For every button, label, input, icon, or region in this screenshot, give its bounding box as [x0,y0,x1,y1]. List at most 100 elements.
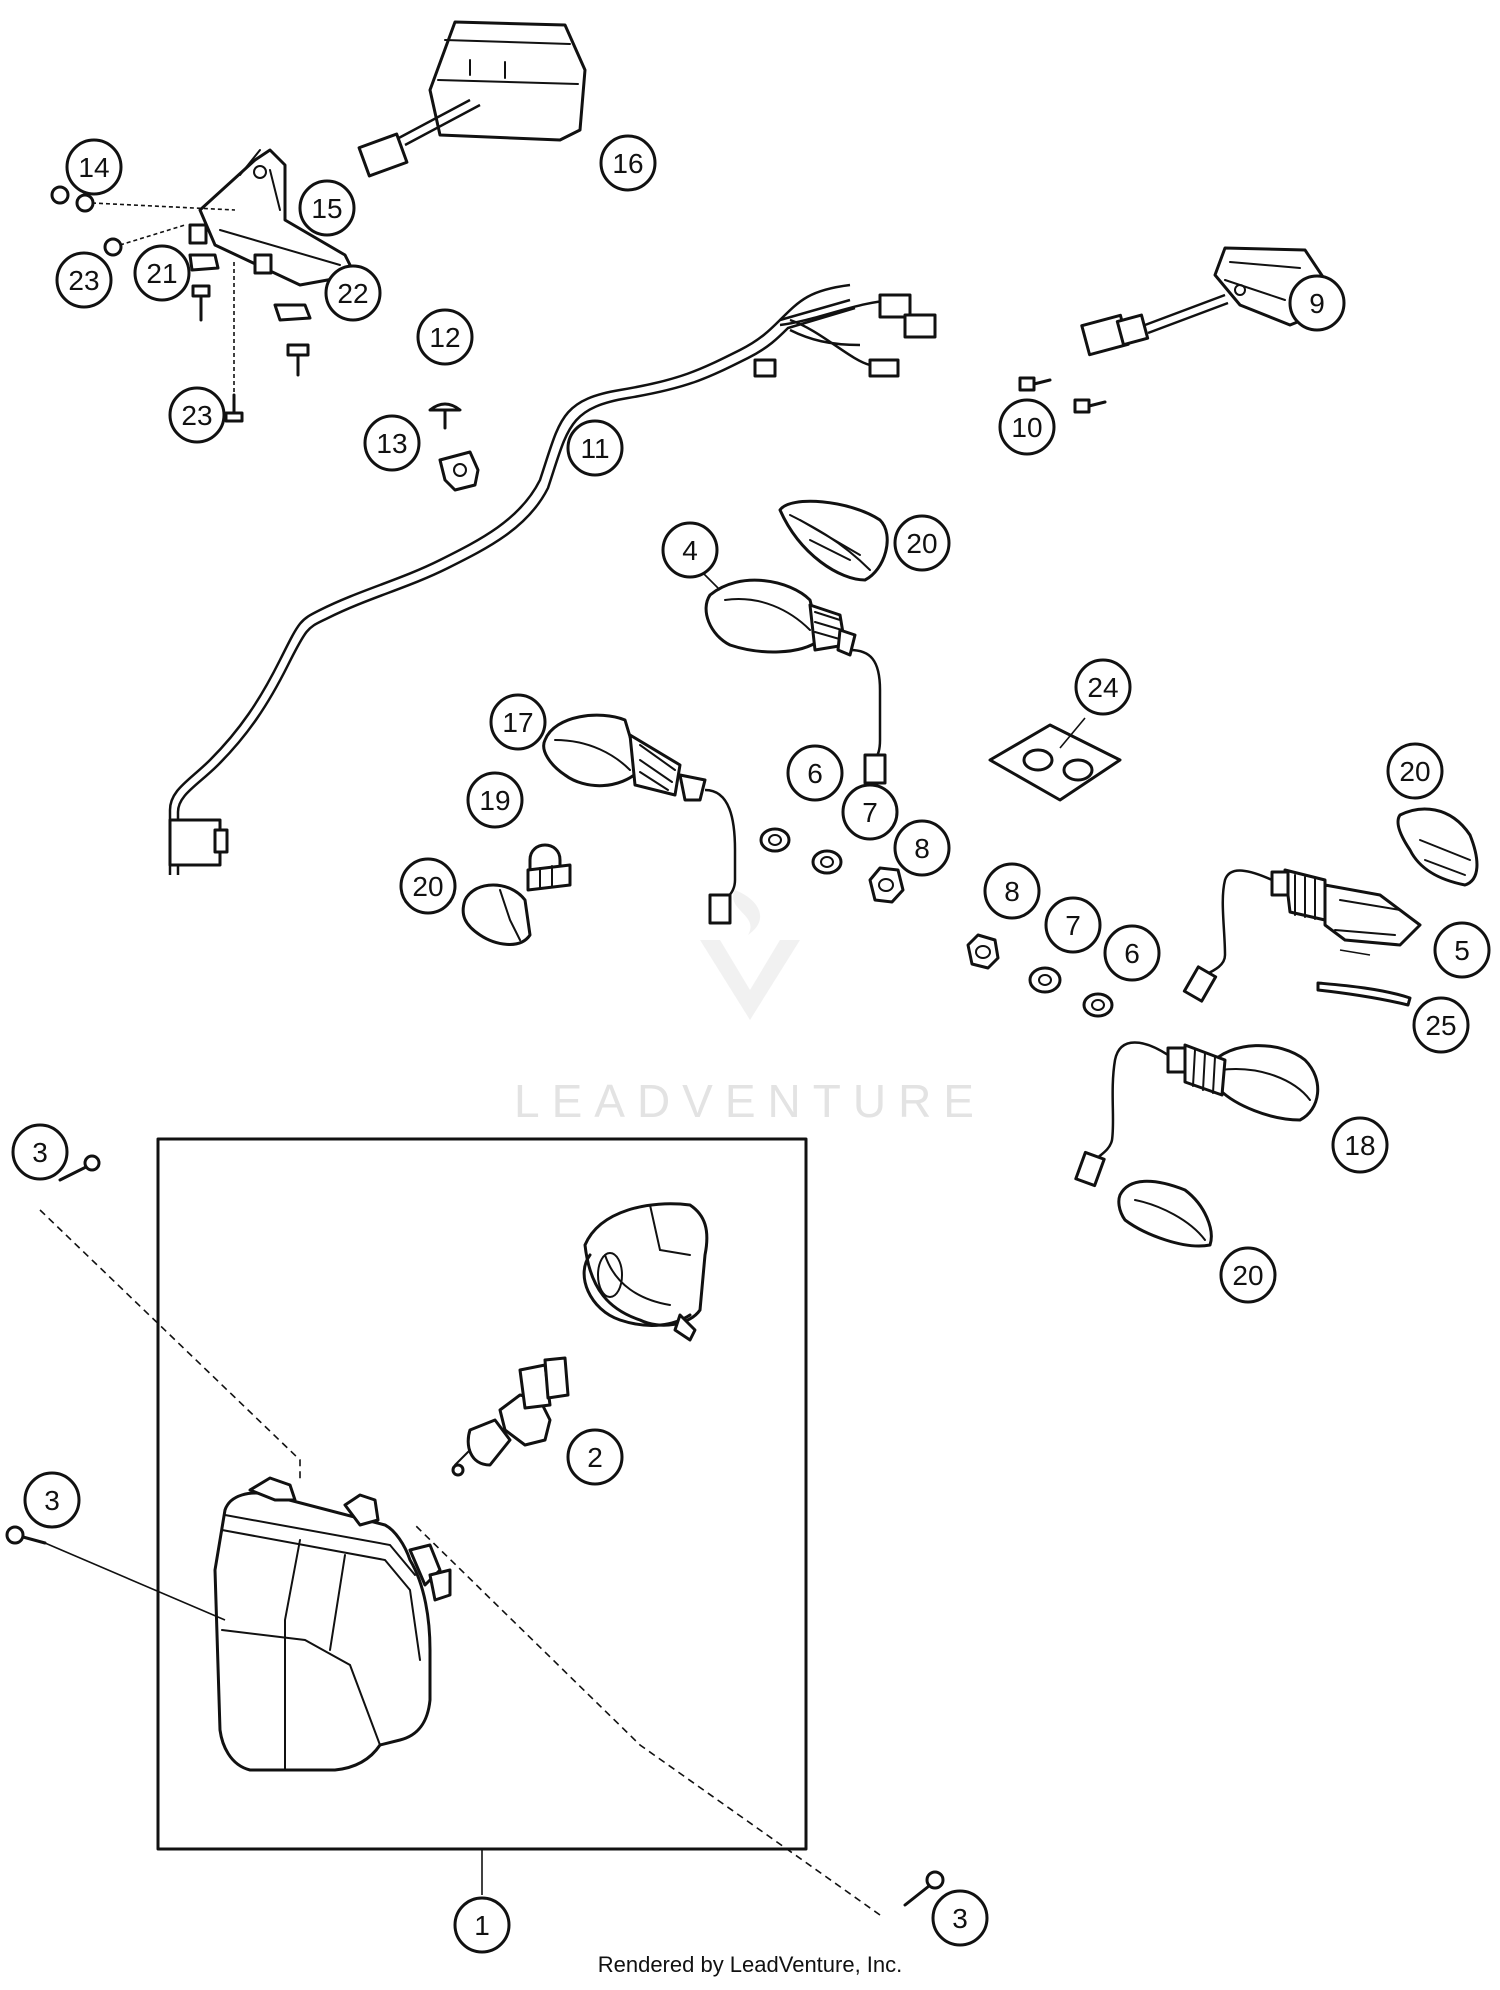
callout-17[interactable]: 17 [489,693,547,751]
callout-number: 4 [682,535,698,566]
part-12-screw[interactable] [428,402,462,430]
callout-10[interactable]: 10 [998,398,1056,456]
callout-number: 2 [587,1442,603,1473]
callout-number: 9 [1309,288,1325,319]
callout-21[interactable]: 21 [133,244,191,302]
part-8-nut-left[interactable] [868,866,905,904]
part-7-lock-washer-right[interactable] [1028,966,1062,994]
part-17-turn-signal[interactable] [542,713,737,925]
callout-20[interactable]: 20 [1219,1246,1277,1304]
part-18-turn-signal[interactable] [1074,1041,1320,1188]
callout-number: 24 [1087,672,1118,703]
callout-5[interactable]: 5 [1433,921,1491,979]
part-19-bulb[interactable] [526,843,572,892]
callout-number: 19 [479,785,510,816]
callout-ring [841,783,899,841]
callout-1[interactable]: 1 [453,1896,511,1954]
part-6-washer-right[interactable] [1082,992,1114,1018]
part-15-bracket[interactable] [188,148,357,287]
callout-13[interactable]: 13 [363,414,421,472]
callout-number: 13 [376,428,407,459]
callout-number: 8 [1004,876,1020,907]
part-10-screw[interactable] [1018,376,1107,414]
callout-ring [1074,658,1132,716]
part-21-bolt[interactable] [191,284,211,322]
callout-18[interactable]: 18 [1331,1116,1389,1174]
part-8-nut-right[interactable] [966,933,1000,970]
callout-23[interactable]: 23 [168,386,226,444]
callout-3[interactable]: 3 [931,1889,989,1947]
callout-6[interactable]: 6 [1103,924,1161,982]
callout-ring [1103,924,1161,982]
callout-ring [1386,742,1444,800]
callout-ring [1331,1116,1389,1174]
part-23-nut-upper[interactable] [103,224,186,257]
part-1-headlight-unit[interactable] [213,1476,452,1772]
callout-number: 15 [311,193,342,224]
callout-9[interactable]: 9 [1288,274,1346,332]
part-20-lens-cover-right[interactable] [1396,807,1479,887]
part-16-instrument-cluster[interactable] [357,20,587,178]
callout-14[interactable]: 14 [65,138,123,196]
part-7-lock-washer-left[interactable] [811,849,843,875]
callout-19[interactable]: 19 [466,771,524,829]
part-22-clip-nut[interactable] [188,253,312,377]
callout-ring [786,744,844,802]
part-2-h4-bulb[interactable] [451,1356,570,1477]
callout-number: 22 [337,278,368,309]
callout-number: 7 [1065,910,1081,941]
part-4-turn-signal[interactable] [704,578,887,785]
callout-4[interactable]: 4 [661,521,719,579]
callout-number: 12 [429,322,460,353]
callout-12[interactable]: 12 [416,308,474,366]
callout-8[interactable]: 8 [983,862,1041,920]
callout-number: 20 [906,528,937,559]
part-20-lens-cover-top[interactable] [778,499,889,582]
callout-number: 20 [1399,756,1430,787]
headlight-bulb-holder[interactable] [582,1202,709,1342]
callout-11[interactable]: 11 [566,419,624,477]
part-13-cable-clip[interactable] [438,450,480,492]
callout-24[interactable]: 24 [1074,658,1132,716]
part-24-grommet-kit[interactable] [988,723,1122,802]
callout-16[interactable]: 16 [599,134,657,192]
part-3-screw-bottom-right[interactable] [414,1524,945,1916]
callout-ring [998,398,1056,456]
callout-ring [399,857,457,915]
callout-number: 20 [412,871,443,902]
part-6-washer-left[interactable] [759,827,791,853]
callout-7[interactable]: 7 [1044,896,1102,954]
callout-number: 23 [68,265,99,296]
callout-3[interactable]: 3 [11,1123,69,1181]
part-11-wiring-harness[interactable] [168,283,937,875]
callout-3[interactable]: 3 [23,1471,81,1529]
callout-20[interactable]: 20 [399,857,457,915]
callout-ring [1433,921,1491,979]
part-23-bolt-lower[interactable] [224,262,244,423]
callout-20[interactable]: 20 [893,514,951,572]
callout-ring [489,693,547,751]
callout-8[interactable]: 8 [893,819,951,877]
part-5-turn-signal[interactable] [1182,868,1422,1003]
callout-15[interactable]: 15 [298,179,356,237]
callout-22[interactable]: 22 [324,264,382,322]
callout-number: 3 [44,1485,60,1516]
callout-ring [931,1889,989,1947]
part-20-lens-cover-left[interactable] [461,883,532,946]
callout-ring [1412,996,1470,1054]
callout-20[interactable]: 20 [1386,742,1444,800]
part-20-lens-cover-bottom[interactable] [1117,1179,1213,1248]
part-9-license-light[interactable] [1080,246,1327,357]
part-3-screw-top-left[interactable] [39,1154,301,1480]
callout-23[interactable]: 23 [55,251,113,309]
callout-2[interactable]: 2 [566,1428,624,1486]
callout-6[interactable]: 6 [786,744,844,802]
callout-7[interactable]: 7 [841,783,899,841]
part-3-screw-left[interactable] [5,1525,226,1621]
callout-ring [324,264,382,322]
callout-number: 1 [474,1910,490,1941]
part-14-screw[interactable] [50,185,236,213]
callout-25[interactable]: 25 [1412,996,1470,1054]
callout-layer: 1233345667788910111213141516171819202020… [11,134,1491,1954]
part-25-reflector-strip[interactable] [1316,981,1412,1007]
